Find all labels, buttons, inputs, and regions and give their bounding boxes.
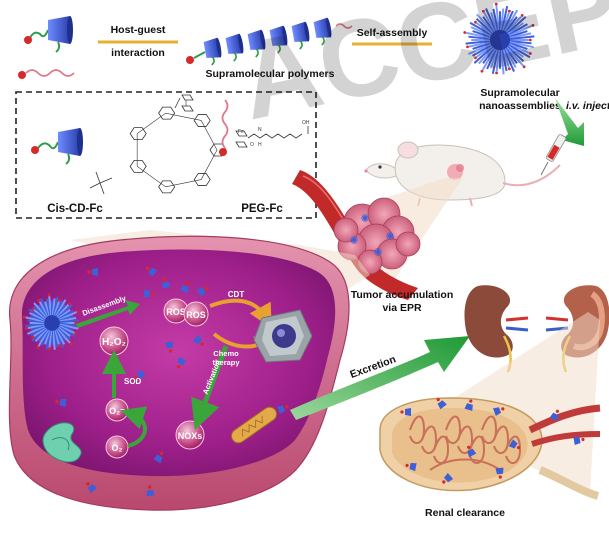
chem-o-label: O xyxy=(250,142,254,148)
renal-particles xyxy=(400,398,585,484)
kidney-icon xyxy=(464,285,529,373)
drug-particle-icon xyxy=(133,369,146,380)
drug-particle-icon xyxy=(180,281,189,294)
iv-injection-arrow xyxy=(555,98,584,146)
chem-oh-label: OH xyxy=(302,120,310,126)
h2o2-label: H₂O₂ xyxy=(102,337,126,348)
chem-h-label: H xyxy=(258,142,262,148)
ros-bubble-2 xyxy=(183,301,209,327)
o2-bubble xyxy=(105,435,129,459)
chemo-label-1: Chemo xyxy=(213,349,239,358)
drug-particle-icon xyxy=(192,335,205,346)
drug-particle-icon xyxy=(55,399,67,407)
sod-label: SOD xyxy=(124,377,142,386)
drug-particle-icon xyxy=(146,485,155,497)
polymer-cone-icon xyxy=(247,29,266,58)
nanoassembly-icon xyxy=(463,2,535,75)
polymer-cone-icon xyxy=(291,21,310,50)
drug-particle-icon xyxy=(164,341,173,353)
supramolecular-polymers-label: Supramolecular polymers xyxy=(206,68,335,80)
renal-particle-icon xyxy=(508,439,521,450)
drug-particle-icon xyxy=(276,405,289,414)
drug-particle-icon xyxy=(86,482,98,494)
peg-fc-chain-icon xyxy=(18,69,75,79)
drug-particle-icon xyxy=(143,289,155,298)
cyclodextrin-structure-icon xyxy=(129,97,227,194)
endoplasmic-reticulum-icon xyxy=(42,422,82,463)
renal-particle-icon xyxy=(436,398,447,410)
renal-particle-icon xyxy=(549,409,559,422)
chemo-label-2: therapy xyxy=(212,358,240,367)
cell-nanoassembly-icon xyxy=(22,293,80,351)
cis-cd-fc-monomer-icon xyxy=(24,16,73,53)
zoom-wedge-kidney xyxy=(420,312,600,492)
host-guest-label-1: Host-guest xyxy=(111,24,166,36)
renal-particle-icon xyxy=(464,399,473,411)
disassembly-arrow xyxy=(76,300,140,328)
tumor-cell xyxy=(8,235,350,511)
polymer-cone-icon xyxy=(225,33,244,62)
o2-to-radical-arrow xyxy=(120,406,148,448)
cis-cd-fc-box-icon xyxy=(31,128,83,165)
renal-clearance-label: Renal clearance xyxy=(425,507,505,519)
tumor-label-2: via EPR xyxy=(382,302,422,314)
polymer-cone-icon xyxy=(313,17,332,46)
ferrocene-icon xyxy=(181,94,194,112)
nucleus-icon xyxy=(253,309,313,363)
cisplatin-structure-icon xyxy=(89,171,113,195)
o2-label: O₂ xyxy=(112,443,123,453)
renal-particle-icon xyxy=(495,467,504,479)
peg-fc-label: PEG-Fc xyxy=(241,203,283,215)
renal-particle-icon xyxy=(400,408,411,416)
renal-particle-icon xyxy=(492,407,505,416)
ros-label-2: ROS xyxy=(186,310,206,320)
chem-n-label: N xyxy=(258,127,262,133)
renal-particle-icon xyxy=(467,445,477,458)
polymer-cone-icon xyxy=(203,37,222,66)
drug-particle-icon xyxy=(145,266,158,277)
ros-label-1: ROS xyxy=(166,307,186,317)
drug-particle-icon xyxy=(196,286,209,297)
syringe-icon xyxy=(540,134,567,176)
excretion-arrow xyxy=(290,336,470,420)
nanoassemblies-label-2: nanoassemblies xyxy=(479,100,561,112)
capillary-loops xyxy=(409,415,522,471)
supramolecular-polymer-icon xyxy=(186,17,353,66)
cdt-arrow xyxy=(209,298,272,329)
host-guest-label-2: interaction xyxy=(111,47,165,59)
fe-label: Fe xyxy=(238,129,244,135)
drug-particle-icon xyxy=(176,356,187,369)
peg-fc-box-icon xyxy=(219,99,229,156)
drug-particles xyxy=(55,266,289,497)
drug-particle-icon xyxy=(153,451,164,464)
activation-arrow xyxy=(191,345,229,431)
drug-particle-icon xyxy=(162,277,171,289)
iv-injection-label: i.v. injection xyxy=(566,100,609,112)
renal-particle-icon xyxy=(405,463,417,472)
self-assembly-label: Self-assembly xyxy=(357,27,428,39)
cdt-label: CDT xyxy=(228,290,245,299)
renal-particle-icon xyxy=(442,473,454,484)
glomerulus-icon xyxy=(379,397,601,500)
o2-radical-label: O₂⁻ xyxy=(109,406,125,416)
drug-particle-icon xyxy=(87,268,98,276)
tumor-mass-icon xyxy=(333,197,421,275)
noxs-label: NOXs xyxy=(178,431,203,441)
mitochondrion-icon xyxy=(230,406,278,444)
nanoassemblies-label-1: Supramolecular xyxy=(480,87,559,99)
structures-box xyxy=(15,91,317,219)
peg-fc-structure-icon xyxy=(235,126,309,148)
polymer-cone-icon xyxy=(269,25,288,54)
watermark: ACCEPTED xyxy=(229,0,609,143)
tumor-label-1: Tumor accumulation xyxy=(351,289,453,301)
renal-particle-icon xyxy=(573,437,585,445)
cis-cd-fc-label: Cis-CD-Fc xyxy=(47,203,103,215)
